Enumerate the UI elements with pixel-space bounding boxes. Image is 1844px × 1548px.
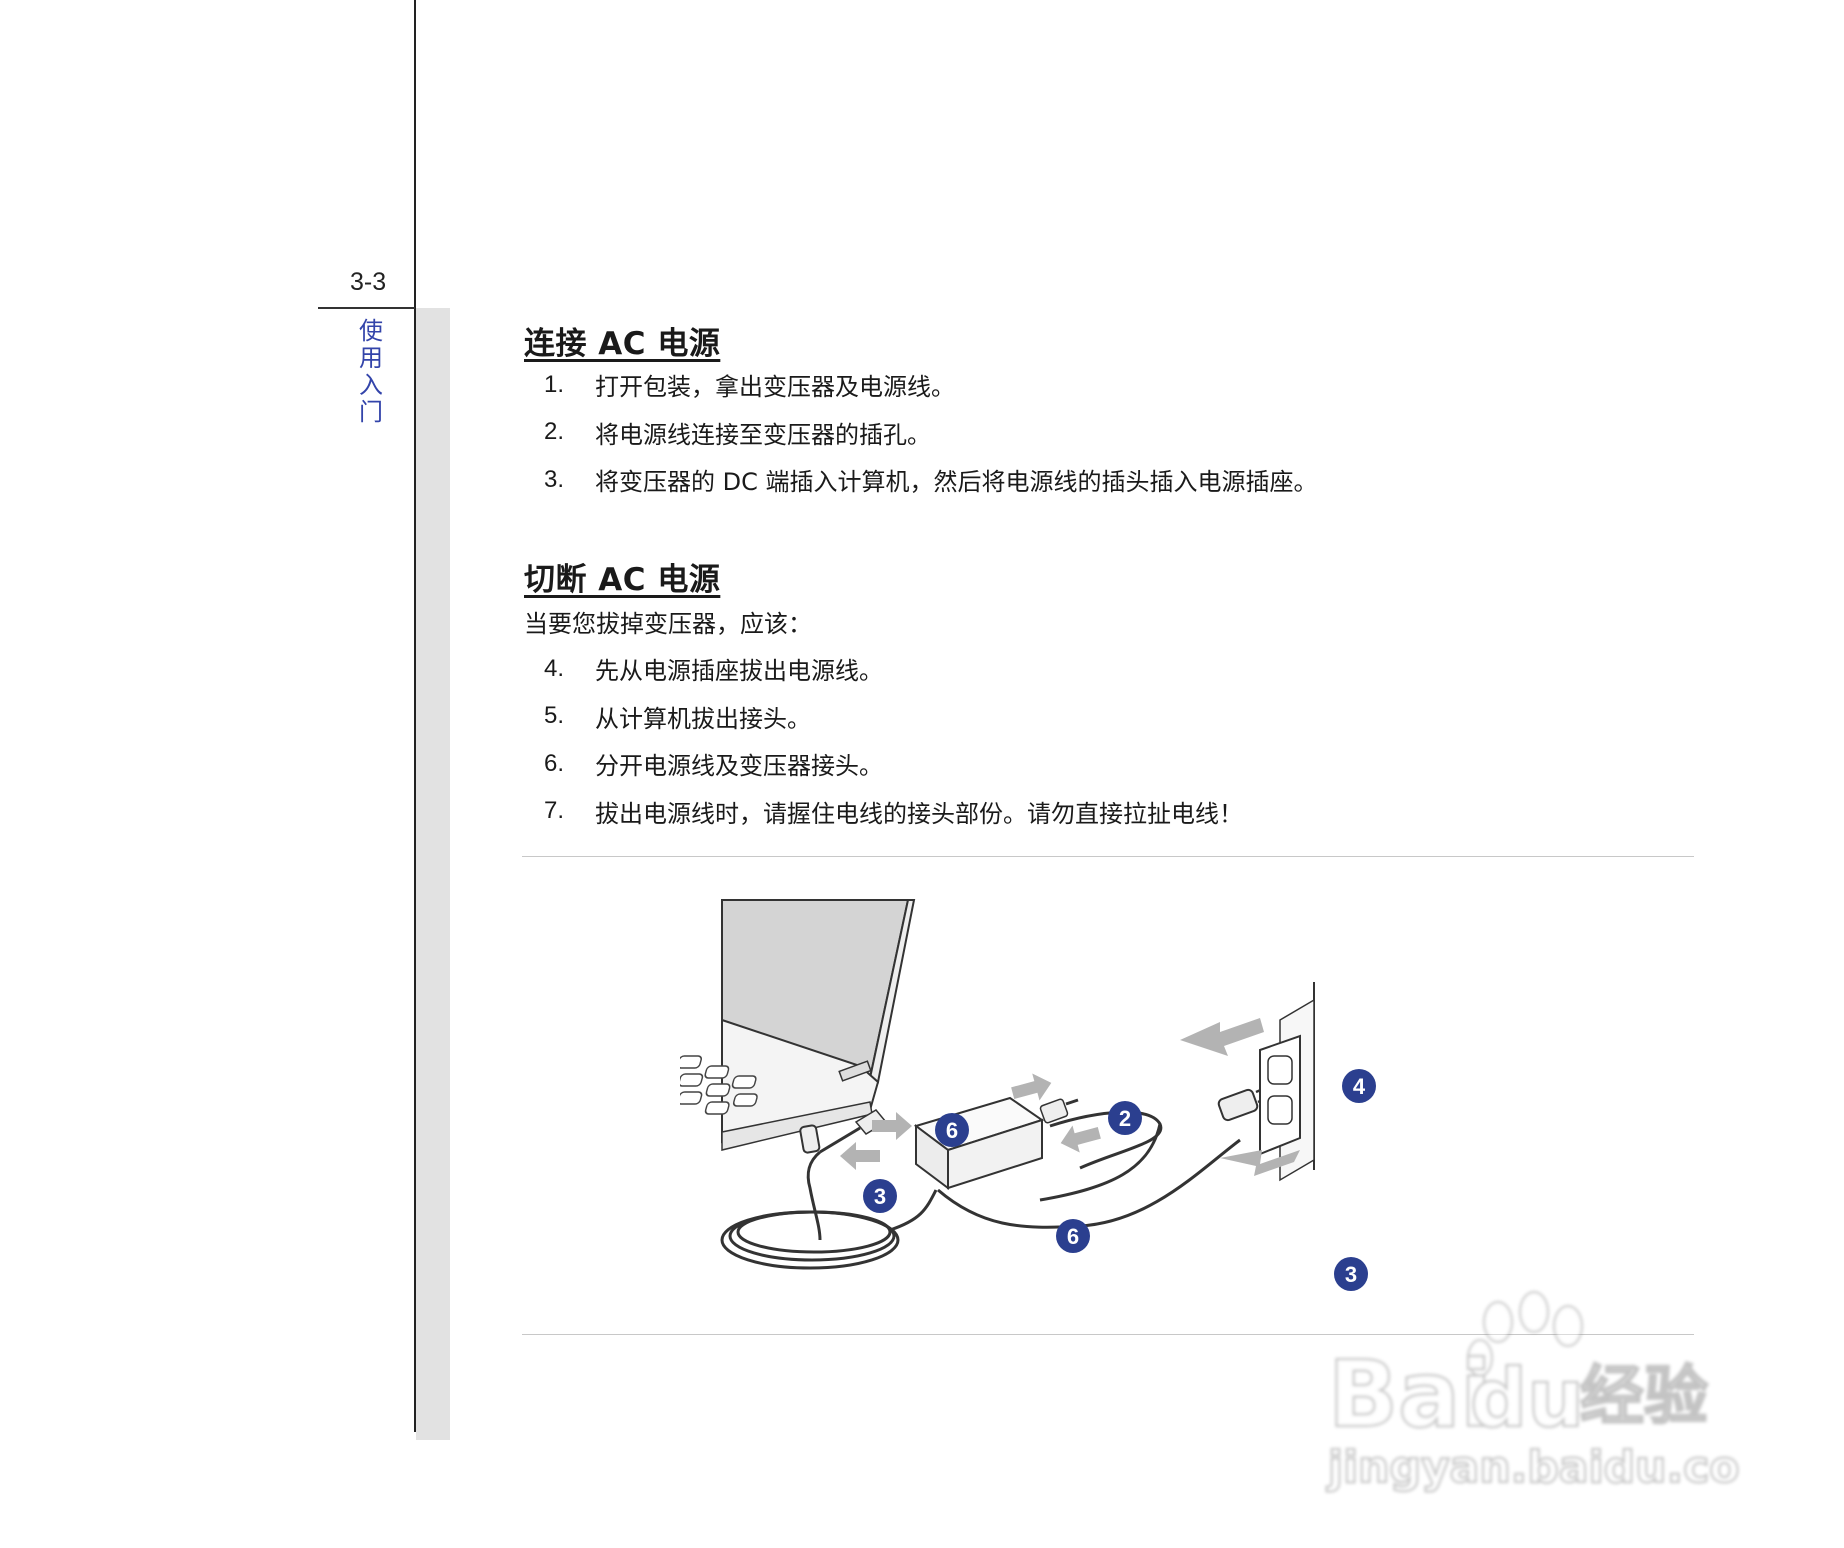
step-callout: 6	[1056, 1219, 1090, 1253]
step-callout: 3	[1334, 1257, 1368, 1291]
connect-steps-list: 1.打开包装，拿出变压器及电源线。 2.将电源线连接至变压器的插孔。 3.将变压…	[544, 361, 1318, 504]
step-callout: 2	[1108, 1101, 1142, 1135]
wall-outlet	[1259, 982, 1315, 1182]
side-tab-char: 门	[359, 398, 383, 426]
step-callout: 6	[935, 1113, 969, 1147]
list-item: 2.将电源线连接至变压器的插孔。	[544, 418, 931, 449]
cord-connector	[1039, 1098, 1079, 1124]
list-item: 5.从计算机拔出接头。	[544, 702, 811, 733]
paw-logo-icon	[1467, 1291, 1583, 1377]
svg-text:2: 2	[1119, 1106, 1131, 1131]
svg-text:4: 4	[1353, 1074, 1366, 1099]
svg-text:3: 3	[1345, 1262, 1357, 1287]
step-callout: 4	[1342, 1069, 1376, 1103]
baidu-jingyan-watermark: Bai du 经验 jingyan.baidu.com	[1325, 1291, 1740, 1494]
ac-adapter-brick	[913, 1096, 1045, 1190]
svg-text:6: 6	[1067, 1224, 1079, 1249]
connect-section-title: 连接 AC 电源	[524, 326, 721, 362]
chapter-side-tab: 使 用 入 门	[356, 318, 386, 426]
disconnect-intro: 当要您拔掉变压器，应该：	[524, 610, 812, 638]
side-tab-char: 使	[359, 317, 383, 345]
list-item: 6.分开电源线及变压器接头。	[544, 749, 883, 781]
disconnect-section-title: 切断 AC 电源	[524, 562, 721, 598]
direction-arrows	[840, 1018, 1300, 1176]
side-tab-char: 入	[359, 371, 383, 399]
list-item: 3.将变压器的 DC 端插入计算机，然后将电源线的插头插入电源插座。	[544, 465, 1318, 497]
page-number-underline	[318, 307, 415, 309]
svg-text:6: 6	[946, 1118, 958, 1143]
watermark-suffix: 经验	[1580, 1360, 1708, 1434]
list-item: 1.打开包装，拿出变压器及电源线。	[544, 370, 955, 402]
ac-adapter-illustration: 6 3 2 6 4 3	[680, 899, 1376, 1291]
margin-gray-band	[416, 308, 450, 1440]
list-item: 4.先从电源插座拔出电源线。	[544, 654, 883, 686]
watermark-brand: Bai	[1328, 1341, 1492, 1448]
margin-vertical-line	[414, 0, 416, 1432]
watermark-url: jingyan.baidu.com	[1326, 1442, 1740, 1493]
disconnect-steps-list: 4.先从电源插座拔出电源线。 5.从计算机拔出接头。 6.分开电源线及变压器接头…	[544, 645, 1243, 835]
ferrite-core	[799, 1124, 821, 1154]
watermark-brand-du: du	[1470, 1352, 1584, 1445]
figure-bottom-rule	[522, 1334, 1694, 1335]
svg-text:3: 3	[874, 1184, 886, 1209]
figure-top-rule	[522, 856, 1694, 857]
side-tab-char: 用	[359, 344, 383, 372]
laptop-illustration	[680, 899, 916, 1154]
step-callout: 3	[863, 1179, 897, 1213]
page-number: 3-3	[350, 268, 387, 296]
list-item: 7.拔出电源线时，请握住电线的接头部份。请勿直接拉扯电线！	[544, 797, 1243, 828]
